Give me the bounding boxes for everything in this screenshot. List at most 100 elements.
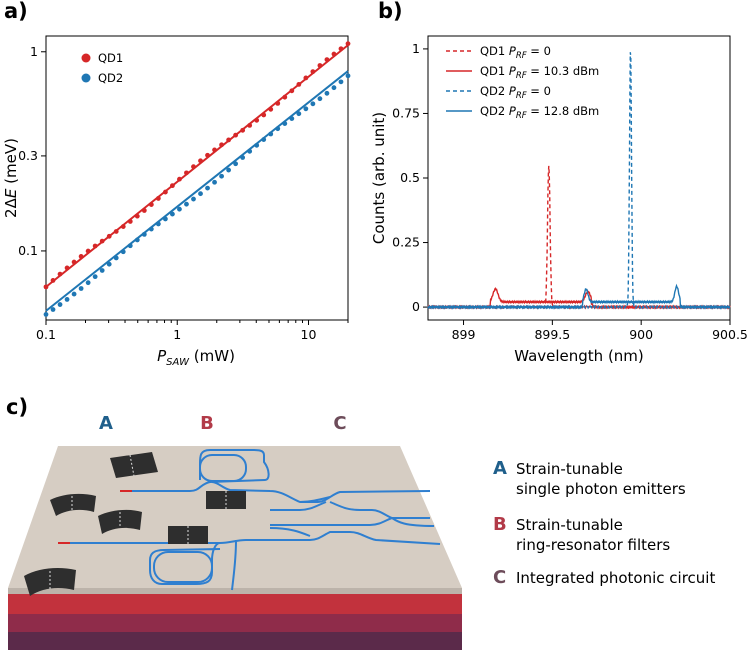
panel-a-ylabel: 2ΔE (meV) [2,138,20,218]
a-point-qd2 [289,116,295,121]
a-point-qd1 [226,137,232,143]
b-series-1 [427,287,731,310]
a-point-qd1 [106,233,112,239]
panel-a-frame [45,35,349,321]
a-point-qd1 [331,51,337,57]
a-point-qd2 [275,126,281,132]
a-point-qd2 [57,302,63,307]
a-point-qd2 [331,85,337,91]
panel-label-a: a) [4,0,28,23]
a-point-qd1 [141,208,147,213]
a-point-qd1 [268,106,274,112]
a-point-qd1 [219,142,224,148]
a-point-qd2 [345,73,351,79]
a-ytick-label: 1 [30,44,38,59]
a-point-qd1 [198,158,203,164]
a-point-qd1 [120,224,126,229]
panel-label-b: b) [378,0,403,23]
a-point-qd2 [127,243,133,249]
a-legend-label: QD1 [98,51,123,65]
a-point-qd2 [247,148,253,154]
a-point-qd1 [191,164,196,170]
b-legend-label: QD2 PRF = 12.8 dBm [480,104,599,121]
a-point-qd1 [289,88,295,94]
a-point-qd2 [106,261,112,267]
a-xtick-label: 0.1 [36,327,56,342]
a-point-qd2 [303,106,309,112]
panel-a-xlabel: PSAW (mW) [157,347,235,368]
a-point-qd2 [296,111,302,117]
a-fit-line-qd2 [45,70,349,312]
b-ytick-label: 1 [412,41,420,56]
b-legend-label: QD1 PRF = 0 [480,44,551,61]
legend-letter-C: C [493,567,506,588]
a-point-qd2 [120,249,126,255]
a-point-qd1 [324,57,330,63]
legend-B-line2: ring-resonator filters [516,536,670,554]
b-xtick-label: 899 [452,327,476,342]
label-B: B [200,413,214,434]
a-point-qd2 [148,226,154,232]
a-point-qd1 [92,243,98,249]
a-point-qd2 [92,274,98,280]
a-point-qd2 [170,211,175,217]
a-point-qd2 [205,185,210,191]
a-point-qd1 [282,94,288,100]
a-point-qd1 [233,132,239,138]
chip-surface [8,446,462,588]
label-A: A [99,413,113,434]
chip-layer-mid [8,614,462,632]
panel-b-ylabel: Counts (arb. unit) [370,112,388,244]
a-xtick-label: 10 [301,327,317,342]
a-point-qd1 [205,152,210,158]
a-point-qd1 [275,100,281,106]
label-C: C [333,413,346,434]
b-ytick-label: 0.5 [400,170,420,185]
a-point-qd1 [170,183,175,189]
a-point-qd2 [338,79,344,85]
a-point-qd2 [78,286,84,291]
a-point-qd2 [212,179,217,185]
a-point-qd1 [296,81,302,87]
a-fit-line-qd1 [45,44,349,288]
panel-label-c: c) [6,395,28,419]
a-legend-label: QD2 [98,71,123,85]
a-point-qd2 [219,173,224,179]
a-point-qd2 [85,280,91,286]
a-point-qd1 [43,284,49,290]
a-point-qd2 [233,161,239,167]
a-point-qd1 [212,147,217,153]
a-point-qd1 [99,238,105,244]
a-point-qd2 [43,312,49,317]
a-point-qd2 [134,237,140,243]
legend-letter-B: B [493,514,507,535]
panel-b-xlabel: Wavelength (nm) [514,347,644,365]
a-legend-marker [81,53,91,63]
a-point-qd1 [310,69,316,75]
a-point-qd2 [240,155,246,160]
a-point-qd1 [50,278,56,283]
a-point-qd1 [247,123,253,128]
a-point-qd1 [177,176,182,182]
a-point-qd1 [113,229,119,234]
b-xtick-label: 899.5 [534,327,570,342]
a-point-qd1 [162,189,168,195]
a-point-qd1 [64,265,70,271]
panel-b-frame [427,35,731,321]
a-point-qd1 [85,248,91,254]
a-point-qd2 [268,131,274,137]
legend-letter-A: A [493,458,507,479]
a-point-qd2 [310,101,316,107]
a-point-qd1 [155,196,161,201]
a-point-qd2 [191,196,196,202]
a-point-qd2 [282,121,288,126]
b-ytick-label: 0.75 [392,105,420,120]
panel-c-legend: A Strain-tunable single photon emitters … [493,458,715,588]
legend-A-line2: single photon emitters [516,480,686,498]
chip-layer-bottom [8,632,462,650]
b-series-3 [427,283,731,310]
a-point-qd2 [177,206,182,212]
